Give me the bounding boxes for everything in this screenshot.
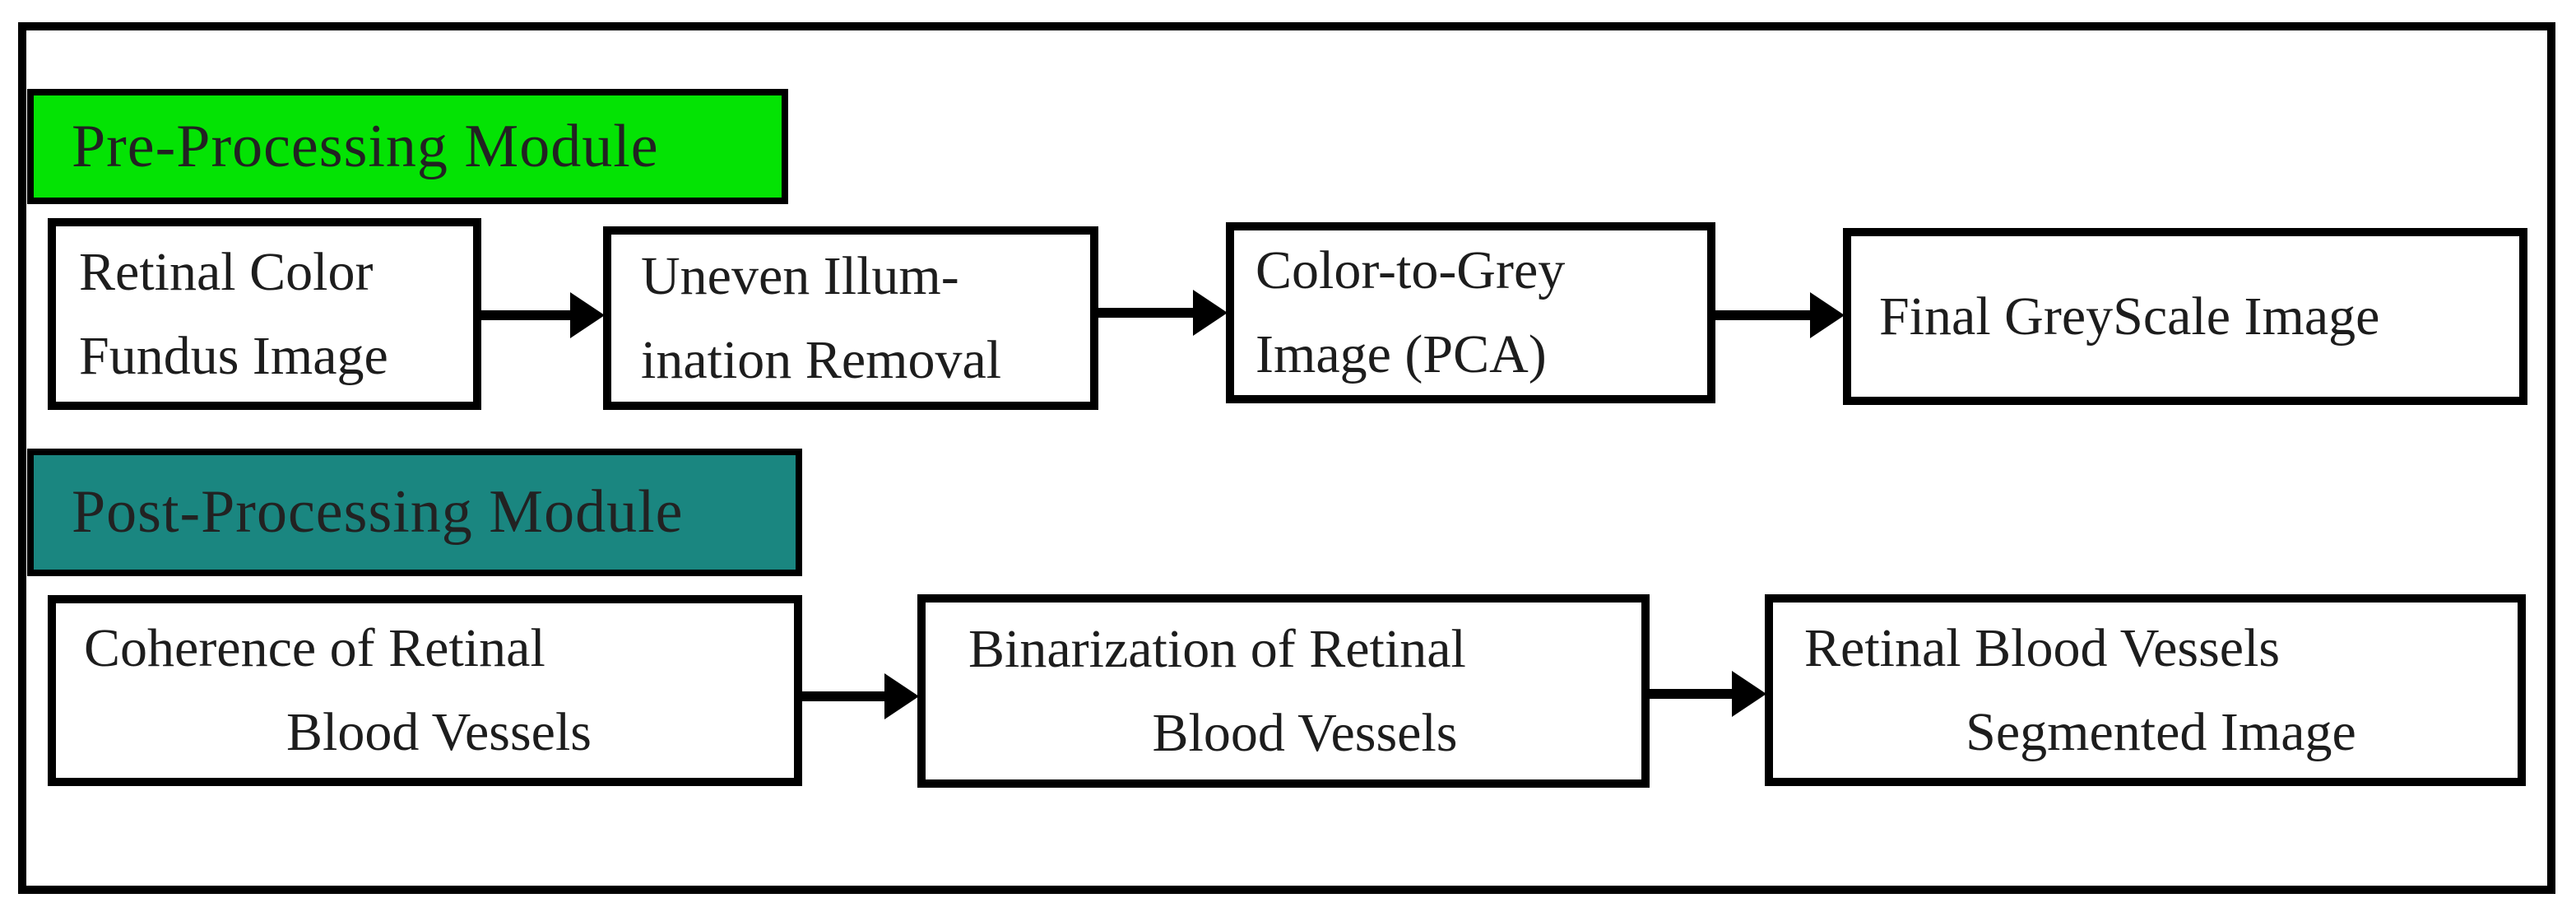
step-uneven-illumination-removal: Uneven Illum- ination Removal <box>603 226 1098 410</box>
arrow-head-icon <box>570 292 605 338</box>
step-line: Segmented Image <box>1966 701 2356 762</box>
step-retinal-color-fundus-image: Retinal Color Fundus Image <box>48 218 481 410</box>
arrow-fundus-to-illumination <box>481 292 605 338</box>
pre-processing-module-header: Pre-Processing Module <box>27 89 788 204</box>
step-line: Retinal Blood Vessels <box>1804 617 2281 678</box>
arrow-shaft <box>1715 310 1813 320</box>
arrow-colortogrey-to-greyscale <box>1715 292 1845 338</box>
pre-processing-module-label: Pre-Processing Module <box>72 112 659 180</box>
post-processing-module-header: Post-Processing Module <box>27 449 802 576</box>
step-line: Final GreyScale Image <box>1879 286 2380 347</box>
arrow-illumination-to-colortogrey <box>1098 290 1228 336</box>
step-line: Blood Vessels <box>286 702 592 762</box>
arrow-head-icon <box>1732 671 1766 717</box>
step-binarization-of-retinal-blood-vessels: Binarization of Retinal Blood Vessels <box>917 594 1650 788</box>
step-line: Retinal Color <box>79 241 374 302</box>
step-line: Color-to-Grey <box>1256 240 1566 300</box>
step-line: ination Removal <box>641 329 1002 390</box>
step-line: Image (PCA) <box>1256 324 1547 384</box>
step-coherence-of-retinal-blood-vessels: Coherence of Retinal Blood Vessels <box>48 595 802 786</box>
arrow-shaft <box>1098 308 1196 318</box>
step-line: Blood Vessels <box>1152 702 1458 763</box>
arrow-shaft <box>1650 689 1735 699</box>
arrow-coherence-to-binarization <box>802 673 919 719</box>
arrow-head-icon <box>1193 290 1228 336</box>
step-line: Coherence of Retinal <box>84 618 545 678</box>
step-retinal-blood-vessels-segmented-image: Retinal Blood Vessels Segmented Image <box>1765 594 2526 786</box>
step-line: Uneven Illum- <box>641 245 959 306</box>
arrow-head-icon <box>884 673 919 719</box>
arrow-shaft <box>481 310 573 320</box>
post-processing-module-label: Post-Processing Module <box>72 478 684 546</box>
arrow-shaft <box>802 691 888 701</box>
step-line: Fundus Image <box>79 325 388 386</box>
arrow-binarization-to-segmented <box>1650 671 1766 717</box>
arrow-head-icon <box>1810 292 1845 338</box>
step-final-greyscale-image: Final GreyScale Image <box>1843 228 2527 405</box>
step-color-to-grey-image-pca: Color-to-Grey Image (PCA) <box>1226 222 1715 403</box>
step-line: Binarization of Retinal <box>968 618 1466 679</box>
